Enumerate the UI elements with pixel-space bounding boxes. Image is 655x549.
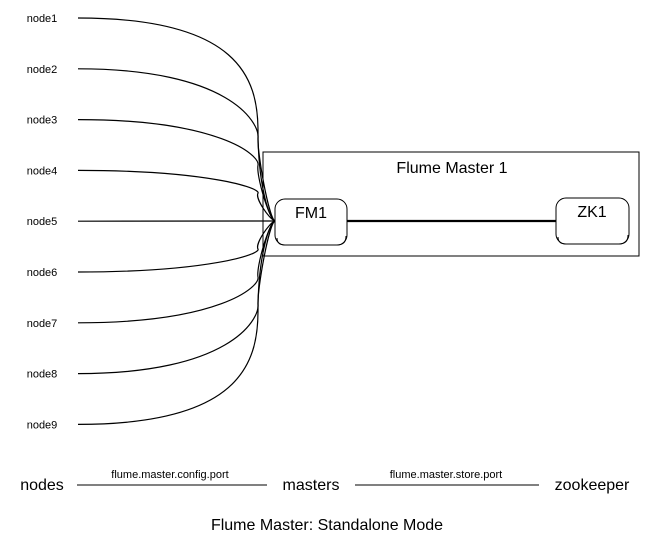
node-label-6: node6 [27,267,58,279]
node-label-9: node9 [27,419,58,431]
node-edge-4 [77,169,276,222]
node-edge-1 [77,17,276,222]
zk1-label: ZK1 [577,204,606,221]
master-cluster: Flume Master 1 FM1 ZK1 [262,151,640,257]
node-label-8: node8 [27,369,58,381]
node-label-3: node3 [27,115,58,127]
fm1-label: FM1 [295,205,327,222]
node-labels: node1 node2 node3 node4 node5 node6 node7 node8… [27,13,58,431]
zk1-box[interactable]: ZK1 [555,197,630,245]
node-edge-3 [77,119,276,222]
node-edge-9 [77,220,276,425]
node-label-5: node5 [27,216,58,228]
cluster-border [262,151,640,257]
legend-zookeeper: zookeeper [555,477,630,494]
node-edge-2 [77,68,276,222]
legend-masters: masters [283,477,340,494]
legend-config-port: flume.master.config.port [111,469,228,481]
node-edge-6 [77,220,276,273]
fm1-box[interactable]: FM1 [274,198,348,246]
node-edge-8 [77,220,276,375]
node-label-4: node4 [27,165,58,177]
legend-nodes: nodes [20,477,64,494]
cluster-title: Flume Master 1 [396,160,507,177]
node-edges [77,17,276,425]
legend: nodes flume.master.config.port masters f… [20,469,630,494]
node-label-7: node7 [27,318,58,330]
diagram-caption: Flume Master: Standalone Mode [211,517,443,534]
node-label-2: node2 [27,64,58,76]
node-label-1: node1 [27,13,58,25]
legend-store-port: flume.master.store.port [390,469,503,481]
